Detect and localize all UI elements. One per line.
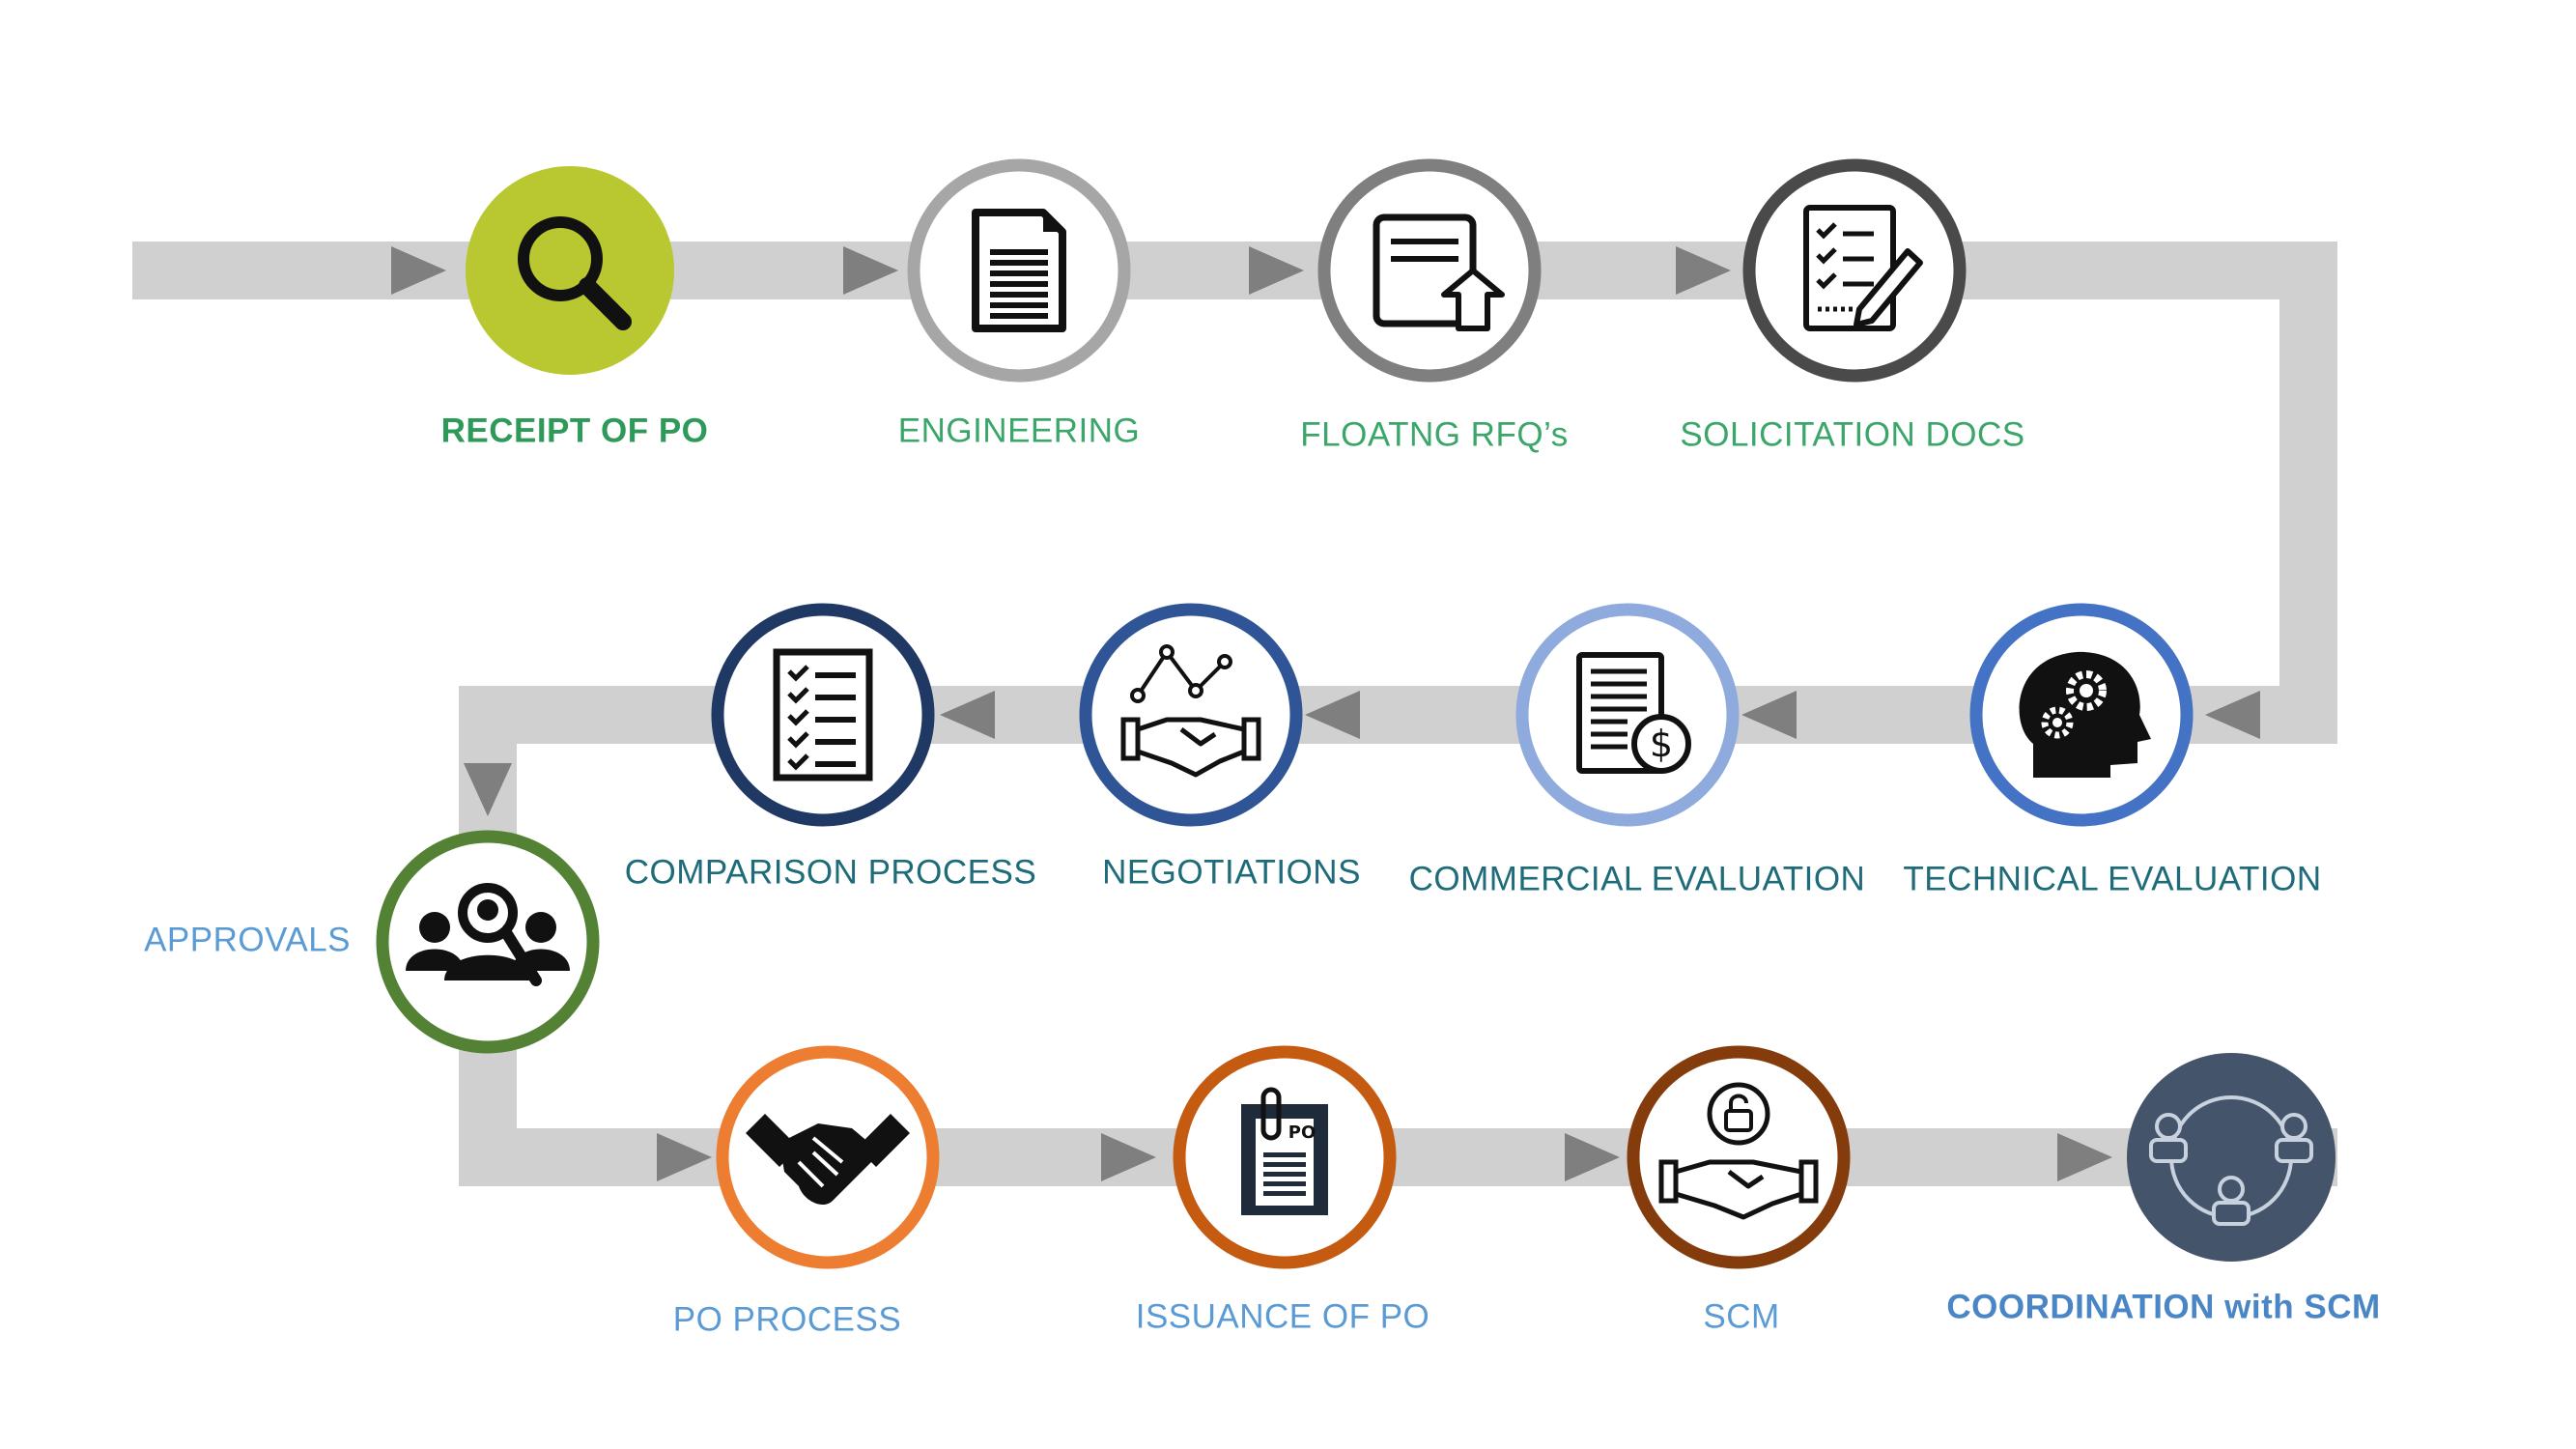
arrow-right	[843, 246, 898, 295]
step-ring	[1742, 158, 1967, 383]
arrow-right	[657, 1133, 712, 1181]
step-ring	[1317, 158, 1542, 383]
step-label: COORDINATION with SCM	[1946, 1288, 2380, 1325]
arrow-right	[1101, 1133, 1156, 1181]
step-ring	[1627, 1045, 1851, 1269]
step-node	[1317, 158, 1542, 383]
rfq-upload-icon	[1373, 213, 1505, 331]
arrow-right	[1249, 246, 1304, 295]
step-label: RECEIPT OF PO	[441, 412, 709, 449]
step-node: PO	[1173, 1045, 1397, 1269]
network-people-icon	[2149, 1095, 2313, 1226]
invoice-dollar-icon: $	[1576, 652, 1691, 774]
handshake-chart-icon	[1120, 644, 1261, 778]
flow-arrows	[391, 246, 2260, 1181]
step-ring	[1079, 603, 1303, 827]
handshake-icon	[746, 1114, 910, 1206]
checklist-icon	[773, 648, 873, 781]
step-circle	[466, 166, 674, 375]
step-node	[2127, 1053, 2335, 1262]
po-clipboard-icon: PO	[1241, 1087, 1328, 1215]
step-label: ISSUANCE OF PO	[1136, 1297, 1430, 1335]
step-label: ENGINEERING	[898, 412, 1141, 449]
step-label: FLOATNG RFQ’s	[1300, 415, 1568, 453]
step-ring	[711, 603, 935, 827]
step-label: TECHNICAL EVALUATION	[1903, 860, 2321, 897]
handshake-lock-icon	[1658, 1082, 1819, 1220]
step-node	[1627, 1045, 1851, 1269]
arrow-left	[1305, 691, 1360, 739]
arrow-left	[940, 691, 995, 739]
step-label: SOLICITATION DOCS	[1680, 415, 2024, 453]
step-label: PO PROCESS	[673, 1300, 901, 1338]
svg-text:$: $	[1650, 723, 1673, 765]
step-node	[907, 158, 1131, 383]
checklist-pen-icon	[1803, 205, 1923, 331]
step-node: $	[1515, 603, 1740, 827]
arrow-right	[1676, 246, 1731, 295]
step-node	[1742, 158, 1967, 383]
step-node	[466, 166, 674, 375]
arrow-right	[391, 246, 446, 295]
people-search-icon	[406, 883, 570, 986]
document-icon	[972, 209, 1066, 332]
step-node	[716, 1045, 940, 1269]
arrow-left	[1741, 691, 1797, 739]
step-label: COMMERCIAL EVALUATION	[1409, 860, 1866, 897]
step-label: APPROVALS	[144, 921, 351, 958]
step-label: COMPARISON PROCESS	[625, 853, 1036, 891]
magnifier-icon	[518, 216, 632, 330]
svg-text:PO: PO	[1288, 1122, 1316, 1143]
step-label: SCM	[1703, 1297, 1779, 1335]
head-gears-icon	[2019, 651, 2151, 778]
step-node	[711, 603, 935, 827]
step-label: NEGOTIATIONS	[1102, 853, 1361, 891]
arrow-right	[1565, 1133, 1620, 1181]
step-node	[1969, 603, 2194, 827]
step-ring	[1515, 603, 1740, 827]
arrow-down	[464, 763, 512, 816]
arrow-right	[2057, 1133, 2112, 1181]
step-circle	[2127, 1053, 2335, 1262]
step-node	[1079, 603, 1303, 827]
step-node	[376, 830, 600, 1054]
arrow-left	[2205, 691, 2260, 739]
